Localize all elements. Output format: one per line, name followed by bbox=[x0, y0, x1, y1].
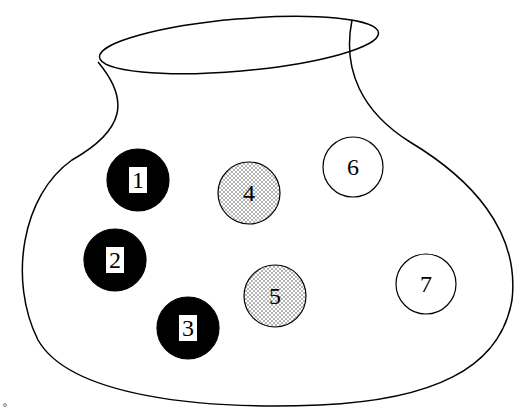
ball: 5 bbox=[243, 264, 307, 328]
ball: 1 bbox=[106, 148, 170, 212]
ball-number: 3 bbox=[179, 315, 197, 341]
ball: 2 bbox=[83, 228, 147, 292]
ball: 6 bbox=[322, 136, 384, 198]
ball: 4 bbox=[217, 161, 281, 225]
ball-number: 6 bbox=[347, 155, 359, 179]
ball-number: 5 bbox=[269, 284, 281, 308]
mark-label: 。 bbox=[2, 392, 16, 410]
ball: 7 bbox=[395, 253, 457, 315]
ball: 3 bbox=[156, 296, 220, 360]
ball-number: 2 bbox=[106, 247, 124, 273]
ball-number: 1 bbox=[129, 167, 147, 193]
ball-number: 7 bbox=[420, 272, 432, 296]
ball-number: 4 bbox=[243, 181, 255, 205]
